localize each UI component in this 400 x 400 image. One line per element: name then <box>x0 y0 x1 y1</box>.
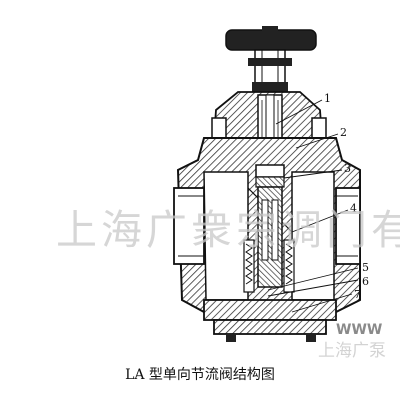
callout-7: 7 <box>354 288 361 301</box>
callout-5: 5 <box>362 261 369 274</box>
callout-2: 2 <box>340 126 347 139</box>
check-spring <box>243 239 295 293</box>
callout-3: 3 <box>344 162 351 175</box>
throttle-spool <box>255 164 285 288</box>
handwheel <box>225 26 317 51</box>
callout-leaders <box>267 99 359 313</box>
adjusting-spindle <box>248 49 292 93</box>
watermark-text: 上海广衆宗调门有 <box>56 206 400 254</box>
callout-4: 4 <box>350 202 357 215</box>
watermark-url: WWW <box>336 322 383 338</box>
bottom-cover <box>203 299 337 342</box>
callout-1: 1 <box>324 92 331 105</box>
callout-6: 6 <box>362 275 369 288</box>
figure-caption: LA 型单向节流阀结构图 <box>125 367 275 383</box>
watermark-small: 上海广泵 <box>318 341 386 361</box>
